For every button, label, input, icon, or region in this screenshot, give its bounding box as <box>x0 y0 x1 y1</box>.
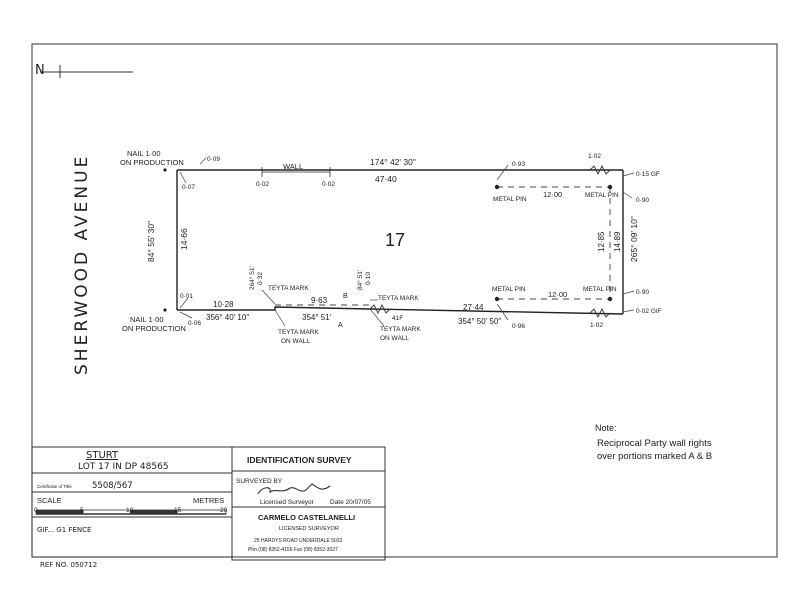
ref-no: REF NO. 050712 <box>40 561 97 569</box>
wall-label: WALL <box>283 162 303 171</box>
survey-title: IDENTIFICATION SURVEY <box>247 455 352 465</box>
left-distance: 14·66 <box>179 228 189 250</box>
scale-tick-0: 0 <box>34 507 38 514</box>
bottom-right-distance: 27·44 <box>463 303 484 312</box>
metal-pin-bottom-right <box>607 296 613 302</box>
offset-009: 0·09 <box>207 156 220 163</box>
teyta-mark-wall-1-line2: ON WALL <box>281 338 310 345</box>
left-bearing: 84° 55' 30" <box>146 221 156 262</box>
metal-pin-label-tl: METAL PIN <box>493 196 527 203</box>
right-distance: 14·89 <box>613 231 622 252</box>
label-b: B <box>343 293 348 300</box>
drawing-frame <box>31 43 778 558</box>
nail-mark-bottom <box>163 308 167 312</box>
bottom-mid-bearing: 354° 51' <box>302 313 332 322</box>
survey-marks <box>163 168 613 312</box>
metres-label: METRES <box>193 496 224 505</box>
nail-bottom-line1: NAIL 1·00 <box>130 315 164 324</box>
metal-pin-label-tr: METAL PIN <box>585 192 619 199</box>
parish-name: STURT <box>86 450 119 461</box>
teyta-mark-wall-1-line1: TEYTA MARK <box>278 329 319 336</box>
fence-note: GIF... G1 FENCE <box>37 526 91 534</box>
right-bearing: 265° 09' 10" <box>629 216 639 262</box>
label-a: A <box>338 322 343 329</box>
scale-tick-20: 20 <box>220 507 228 514</box>
licensed-surveyor: Licensed Surveyor <box>260 499 315 506</box>
note-title: Note: <box>595 423 617 433</box>
dist-1200-bot: 12·00 <box>548 290 567 299</box>
nail-top-line1: NAIL 1·00 <box>127 149 161 158</box>
offset-002-gif: 0·02 GIF <box>636 308 662 315</box>
lot-number: 17 <box>385 230 405 250</box>
leader-lines <box>179 157 635 327</box>
note-line-2: over portions marked A & B <box>597 451 712 462</box>
dist-1200-top: 12·00 <box>543 190 562 199</box>
pin-connection-lines <box>275 186 611 306</box>
teyta-mark-wall-2-line1: TEYTA MARK <box>380 326 421 333</box>
nail-bottom-line2: ON PRODUCTION <box>122 324 186 333</box>
teyta-mark-2-bearing: 84° 51' <box>356 270 364 290</box>
survey-date: Date 20/07/05 <box>330 499 371 506</box>
title-block <box>31 446 386 561</box>
scale-bar <box>35 509 227 515</box>
scale-tick-15: 15 <box>174 507 182 514</box>
teyta-mark-2-dist: 0·10 <box>365 272 372 285</box>
teyta-mark-1-bearing: 264° 51' <box>248 266 256 290</box>
label-41f: 41F <box>392 315 403 322</box>
north-arrow-icon <box>40 65 133 78</box>
teyta-mark-wall-2-line2: ON WALL <box>380 335 409 342</box>
surveyor-address: 25 HARDYS ROAD UNDERDALE 5032 <box>254 538 343 544</box>
metal-pin-top-left <box>494 184 500 190</box>
scale-tick-5: 5 <box>80 507 84 514</box>
offset-wall-right: 0·02 <box>322 181 335 188</box>
lot-boundary <box>176 169 624 315</box>
metal-pin-top-right <box>607 184 613 190</box>
north-label: N <box>35 63 45 78</box>
scale-label: SCALE <box>37 496 62 505</box>
offset-001: 0·01 <box>180 293 193 300</box>
offset-093: 0·93 <box>512 161 525 168</box>
offset-096: 0·96 <box>512 323 525 330</box>
offset-015-gf: 0·15 GF <box>636 171 660 178</box>
teyta-mark-label-2: TEYTA MARK <box>378 295 419 302</box>
metal-pin-label-bl: METAL PIN <box>492 286 526 293</box>
note-line-1: Reciprocal Party wall rights <box>597 438 712 449</box>
bottom-right-bearing: 354° 50' 50" <box>458 317 501 326</box>
bottom-left-bearing: 356° 40' 10" <box>206 313 249 322</box>
wall-extent-arrow <box>261 167 331 177</box>
offset-102-top: 1·02 <box>588 153 601 160</box>
surveyor-phone: Phn (08) 8352-4156 Fax (08) 8352-3027 <box>248 547 338 553</box>
metal-pin-bottom-left <box>494 296 500 302</box>
surveyor-title: LICENSED SURVEYOR <box>279 526 339 532</box>
scale-tick-10: 10 <box>126 507 134 514</box>
ct-label: Certificate of Title <box>37 484 72 489</box>
surveyor-name: CARMELO CASTELANELLI <box>258 513 355 522</box>
offset-007: 0·07 <box>182 184 195 191</box>
plan-annotations: 17 174° 42' 30" 47·40 WALL 0·02 0·02 NAI… <box>120 149 712 462</box>
bottom-mid-distance: 9·63 <box>311 296 328 305</box>
right-inner-distance: 12·85 <box>597 231 606 252</box>
bottom-left-distance: 10·28 <box>213 300 234 309</box>
surveyor-signature <box>257 483 331 495</box>
fence-marks <box>369 164 611 319</box>
nail-top-line2: ON PRODUCTION <box>120 158 184 167</box>
teyta-mark-1-dist: 0·32 <box>257 272 264 285</box>
surveyed-by: SURVEYED BY <box>236 478 283 485</box>
top-distance: 47·40 <box>375 174 397 184</box>
offset-006: 0·06 <box>188 320 201 327</box>
lot-dp: LOT 17 IN DP 48565 <box>78 462 169 472</box>
offset-102-bot: 1·02 <box>590 322 603 329</box>
metal-pin-label-br: METAL PIN <box>583 286 617 293</box>
ct-value: 5508/567 <box>92 481 133 491</box>
nail-mark-top <box>163 168 167 172</box>
top-bearing: 174° 42' 30" <box>370 157 416 167</box>
teyta-mark-label: TEYTA MARK <box>268 285 309 292</box>
offset-090-bot: 0·90 <box>636 289 649 296</box>
offset-090-top: 0·90 <box>636 197 649 204</box>
title-block-text: STURT LOT 17 IN DP 48565 Certificate of … <box>37 450 371 569</box>
offset-wall-left: 0·02 <box>256 181 269 188</box>
street-name: SHERWOOD AVENUE <box>72 154 92 375</box>
